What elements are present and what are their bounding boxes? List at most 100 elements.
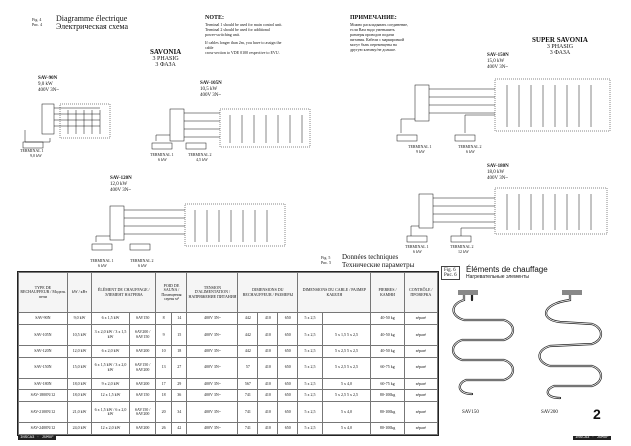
table-cell: 26 bbox=[155, 422, 172, 435]
table-cell: 18 bbox=[170, 344, 188, 358]
table-cell: 34 bbox=[170, 401, 188, 424]
table-cell: 27 bbox=[170, 356, 188, 379]
table-cell: 5 x 2,5 bbox=[297, 312, 323, 325]
table-cell: 6 x 1,5 kW / 6 x 2,0 kW bbox=[91, 401, 130, 424]
table-cell: 410 bbox=[257, 312, 279, 325]
table-header: POID DE SAUNA / Помещения сауны м³ bbox=[155, 272, 188, 313]
table-cell: SAV150 bbox=[128, 312, 157, 325]
table-header: PIERRES / КАМНИ bbox=[370, 272, 405, 313]
table-cell: 5 x 2,5 bbox=[297, 356, 323, 379]
table-cell: SAV-150N bbox=[18, 356, 68, 379]
table-cell: 80-100kg bbox=[370, 401, 405, 424]
table-cell: 650 bbox=[277, 312, 299, 325]
table-cell: 442 bbox=[237, 323, 259, 346]
table-cell: 12,0 kW bbox=[66, 344, 93, 358]
sav90-label: SAV-90N 9,0 kW 400V 3N~ bbox=[38, 76, 60, 93]
table-cell: 9 x 2,0 kW bbox=[91, 377, 130, 391]
table-cell: 36 bbox=[170, 389, 188, 403]
table-cell: 650 bbox=[277, 344, 299, 358]
table-cell bbox=[321, 312, 372, 325]
table-cell: 5 x 2,5 5 x 2,5 bbox=[321, 344, 372, 358]
table-cell: 650 bbox=[277, 377, 299, 391]
table-cell: 5 x 2,5 bbox=[297, 377, 323, 391]
table-cell: 21,0 kW bbox=[66, 401, 93, 424]
sav90-terminal: TERMINAL 1 9,0 kW bbox=[20, 148, 44, 158]
sav180-label: SAV-180N 18,0 kW 400V 3N~ bbox=[487, 164, 509, 181]
table-cell: 5 x 2,5 5 x 2,5 bbox=[321, 389, 372, 403]
table-cell: 5 x 4,0 bbox=[321, 401, 372, 424]
sav150-label: SAV-150N 15,0 kW 400V 3N~ bbox=[487, 53, 509, 70]
note-en: NOTE: Terminal 1 should be used for main… bbox=[205, 15, 283, 55]
heating-element-sav150 bbox=[451, 290, 515, 396]
table-cell: 6 x 2,0 kW bbox=[91, 344, 130, 358]
table-cell: 40-50 kg bbox=[370, 312, 405, 325]
table-cell: SAV-90N bbox=[18, 312, 68, 325]
table-header: DIMENSIONS DU RECHAUFFEUR / РАЗМЕРЫ bbox=[237, 272, 299, 313]
table-cell: 9,0 kW bbox=[66, 312, 93, 325]
table-cell: 442 bbox=[237, 312, 259, 325]
sav180-wiring-diagram bbox=[406, 187, 608, 243]
table-cell: 20 bbox=[155, 401, 172, 424]
table-cell: 5 x 2,5 bbox=[297, 389, 323, 403]
table-cell: 650 bbox=[277, 422, 299, 435]
table-cell: 410 bbox=[257, 377, 279, 391]
note-ru: ПРИМЕЧАНИЕ: Можно раскладывать соединени… bbox=[350, 15, 409, 52]
table-cell: 18,0 kW bbox=[66, 377, 93, 391]
table-cell: 410 bbox=[257, 401, 279, 424]
table-cell: 15,0 kW bbox=[66, 356, 93, 379]
table-cell: 18,0 kW bbox=[66, 389, 93, 403]
table-cell: SAV150 / SAV200 bbox=[128, 401, 157, 424]
table-cell: 29 bbox=[170, 377, 188, 391]
sav120-label: SAV-120N 12,0 kW 400V 3N~ bbox=[110, 176, 132, 193]
table-cell: 400V 3N~ bbox=[186, 422, 239, 435]
table-cell: 5 x 4,0 bbox=[321, 422, 372, 435]
table-cell: SAV200 bbox=[128, 422, 157, 435]
sav120-wiring-diagram bbox=[91, 203, 286, 251]
table-cell: 410 bbox=[257, 344, 279, 358]
table-cell: 5 x 2,5 bbox=[297, 422, 323, 435]
sav90-wiring-diagram bbox=[22, 103, 111, 149]
table-cell: séparé bbox=[403, 389, 439, 403]
table-cell: 650 bbox=[277, 389, 299, 403]
table-cell: 400V 3N~ bbox=[186, 377, 239, 391]
table-cell: 6 x 1,5 kW bbox=[91, 312, 130, 325]
table-cell: 650 bbox=[277, 401, 299, 424]
table-cell: 410 bbox=[257, 422, 279, 435]
table-cell: 400V 3N~ bbox=[186, 389, 239, 403]
table-cell: 9 bbox=[155, 323, 172, 346]
sav105-wiring-diagram bbox=[151, 108, 311, 150]
table-cell: 5 x 2,5 bbox=[297, 323, 323, 346]
table-cell: SAV200 bbox=[128, 377, 157, 391]
table-cell: 18 bbox=[155, 389, 172, 403]
table-cell: séparé bbox=[403, 377, 439, 391]
sav150-caption: SAV150 bbox=[462, 410, 479, 415]
table-cell: 5 x 2,5 bbox=[297, 344, 323, 358]
table-cell: 10,5 kW bbox=[66, 323, 93, 346]
table-cell: 741 bbox=[237, 401, 259, 424]
table-cell: 13 bbox=[155, 356, 172, 379]
table-cell: 80-100kg bbox=[370, 422, 405, 435]
table-cell: 400V 3N~ bbox=[186, 401, 239, 424]
table-cell: 60-75 kg bbox=[370, 356, 405, 379]
table-cell: SAV-2100N/12 bbox=[18, 401, 68, 424]
table-cell: 442 bbox=[237, 344, 259, 358]
table-cell: 12 x 1,5 kW bbox=[91, 389, 130, 403]
table-header: CONTRÔLE / ПРОВЕРКА bbox=[403, 272, 439, 313]
table-cell: séparé bbox=[403, 344, 439, 358]
table-cell: 12 x 2,0 kW bbox=[91, 422, 130, 435]
table-cell: 741 bbox=[237, 422, 259, 435]
table-cell: 5 x 2,5 bbox=[297, 401, 323, 424]
table-cell: 6 x 1,5 kW / 3 x 2,0 kW bbox=[91, 356, 130, 379]
table-cell: 5 x 1,5 5 x 2,5 bbox=[321, 323, 372, 346]
table-cell: 650 bbox=[277, 323, 299, 346]
